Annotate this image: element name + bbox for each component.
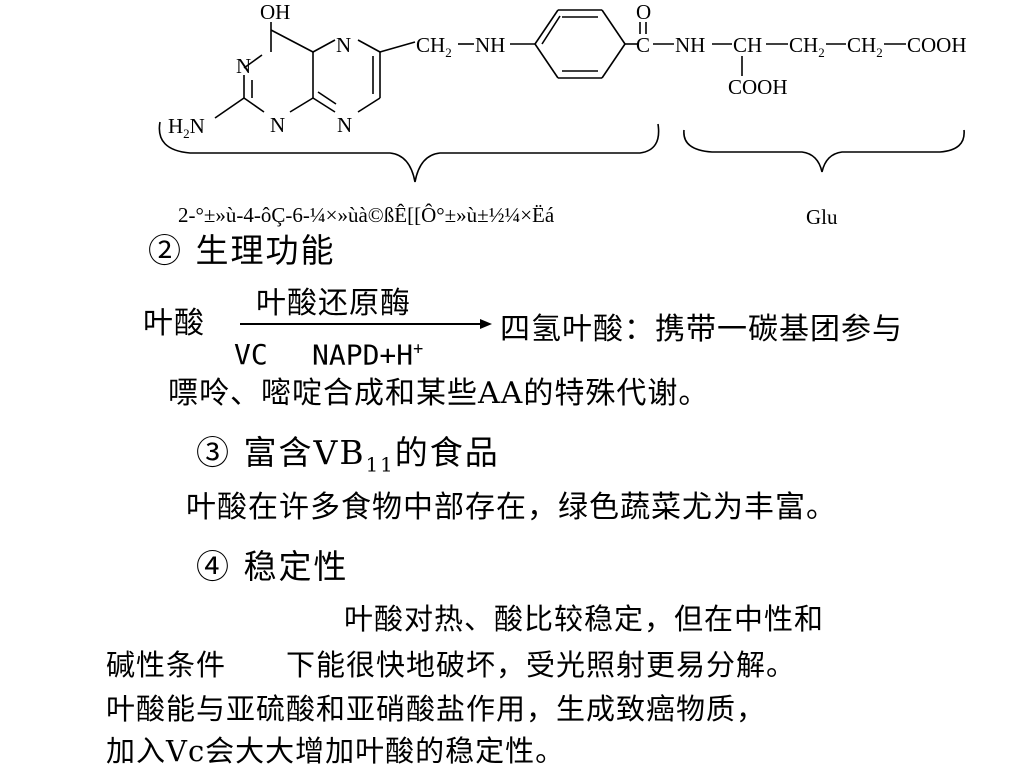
reaction-arrow [240, 319, 492, 329]
methylene-label: CH2 [416, 33, 452, 60]
ring-nitrogen-label: N [236, 54, 251, 78]
methylene-label: CH2 [847, 33, 883, 60]
stability-heading: ④ 稳定性 [196, 547, 349, 586]
oh-group-label: OH [260, 0, 290, 24]
reaction-condition-nadph: NAPD+H+ [312, 338, 424, 372]
alpha-carbon-label: CH [733, 33, 762, 57]
folic-acid-structure: OH O N N N N H2N CH2 NH C NH CH CH2 CH2 … [158, 0, 967, 229]
amino-group-label: H2N [168, 114, 205, 141]
ring-nitrogen-label: N [337, 113, 352, 137]
food-heading: ③ 富含VB11的食品 [196, 433, 500, 477]
carboxyl-label: COOH [907, 33, 967, 57]
stability-text-line: 碱性条件 下能很快地破坏，受光照射更易分解。 [106, 648, 797, 682]
stability-text-line: 加入Vc会大大增加叶酸的稳定性。 [106, 734, 566, 768]
stability-text-line: 叶酸对热、酸比较稳定，但在中性和 [344, 602, 825, 636]
carbonyl-oxygen-label: O [636, 0, 651, 24]
ring-nitrogen-label: N [270, 113, 285, 137]
reaction-product-text: 四氢叶酸：携带一碳基团参与 [500, 312, 903, 347]
reaction-enzyme: 叶酸还原酶 [256, 286, 411, 321]
reaction-reactant: 叶酸 [143, 306, 205, 341]
amine-label: NH [475, 33, 505, 57]
amide-nh-label: NH [675, 33, 705, 57]
glu-brace-label: Glu [806, 205, 838, 229]
reaction-condition-vc: VC [234, 338, 268, 371]
ring-nitrogen-label: N [336, 33, 351, 57]
food-text: 叶酸在许多食物中部存在，绿色蔬菜尤为丰富。 [186, 490, 837, 525]
reaction-product-text-continued: 嘌呤、嘧啶合成和某些AA的特殊代谢。 [168, 376, 710, 411]
stability-text-line: 叶酸能与亚硫酸和亚硝酸盐作用，生成致癌物质， [106, 692, 767, 726]
carbonyl-carbon-label: C [636, 33, 650, 57]
methylene-label: CH2 [789, 33, 825, 60]
function-heading: ② 生理功能 [148, 231, 336, 270]
pteroyl-brace-label: 2-°±»ù-4-ôÇ-6-¼×»ùà©ßÊ[[Ô°±»ù±½¼×Ëá [178, 203, 555, 227]
carboxyl-label: COOH [728, 75, 788, 99]
